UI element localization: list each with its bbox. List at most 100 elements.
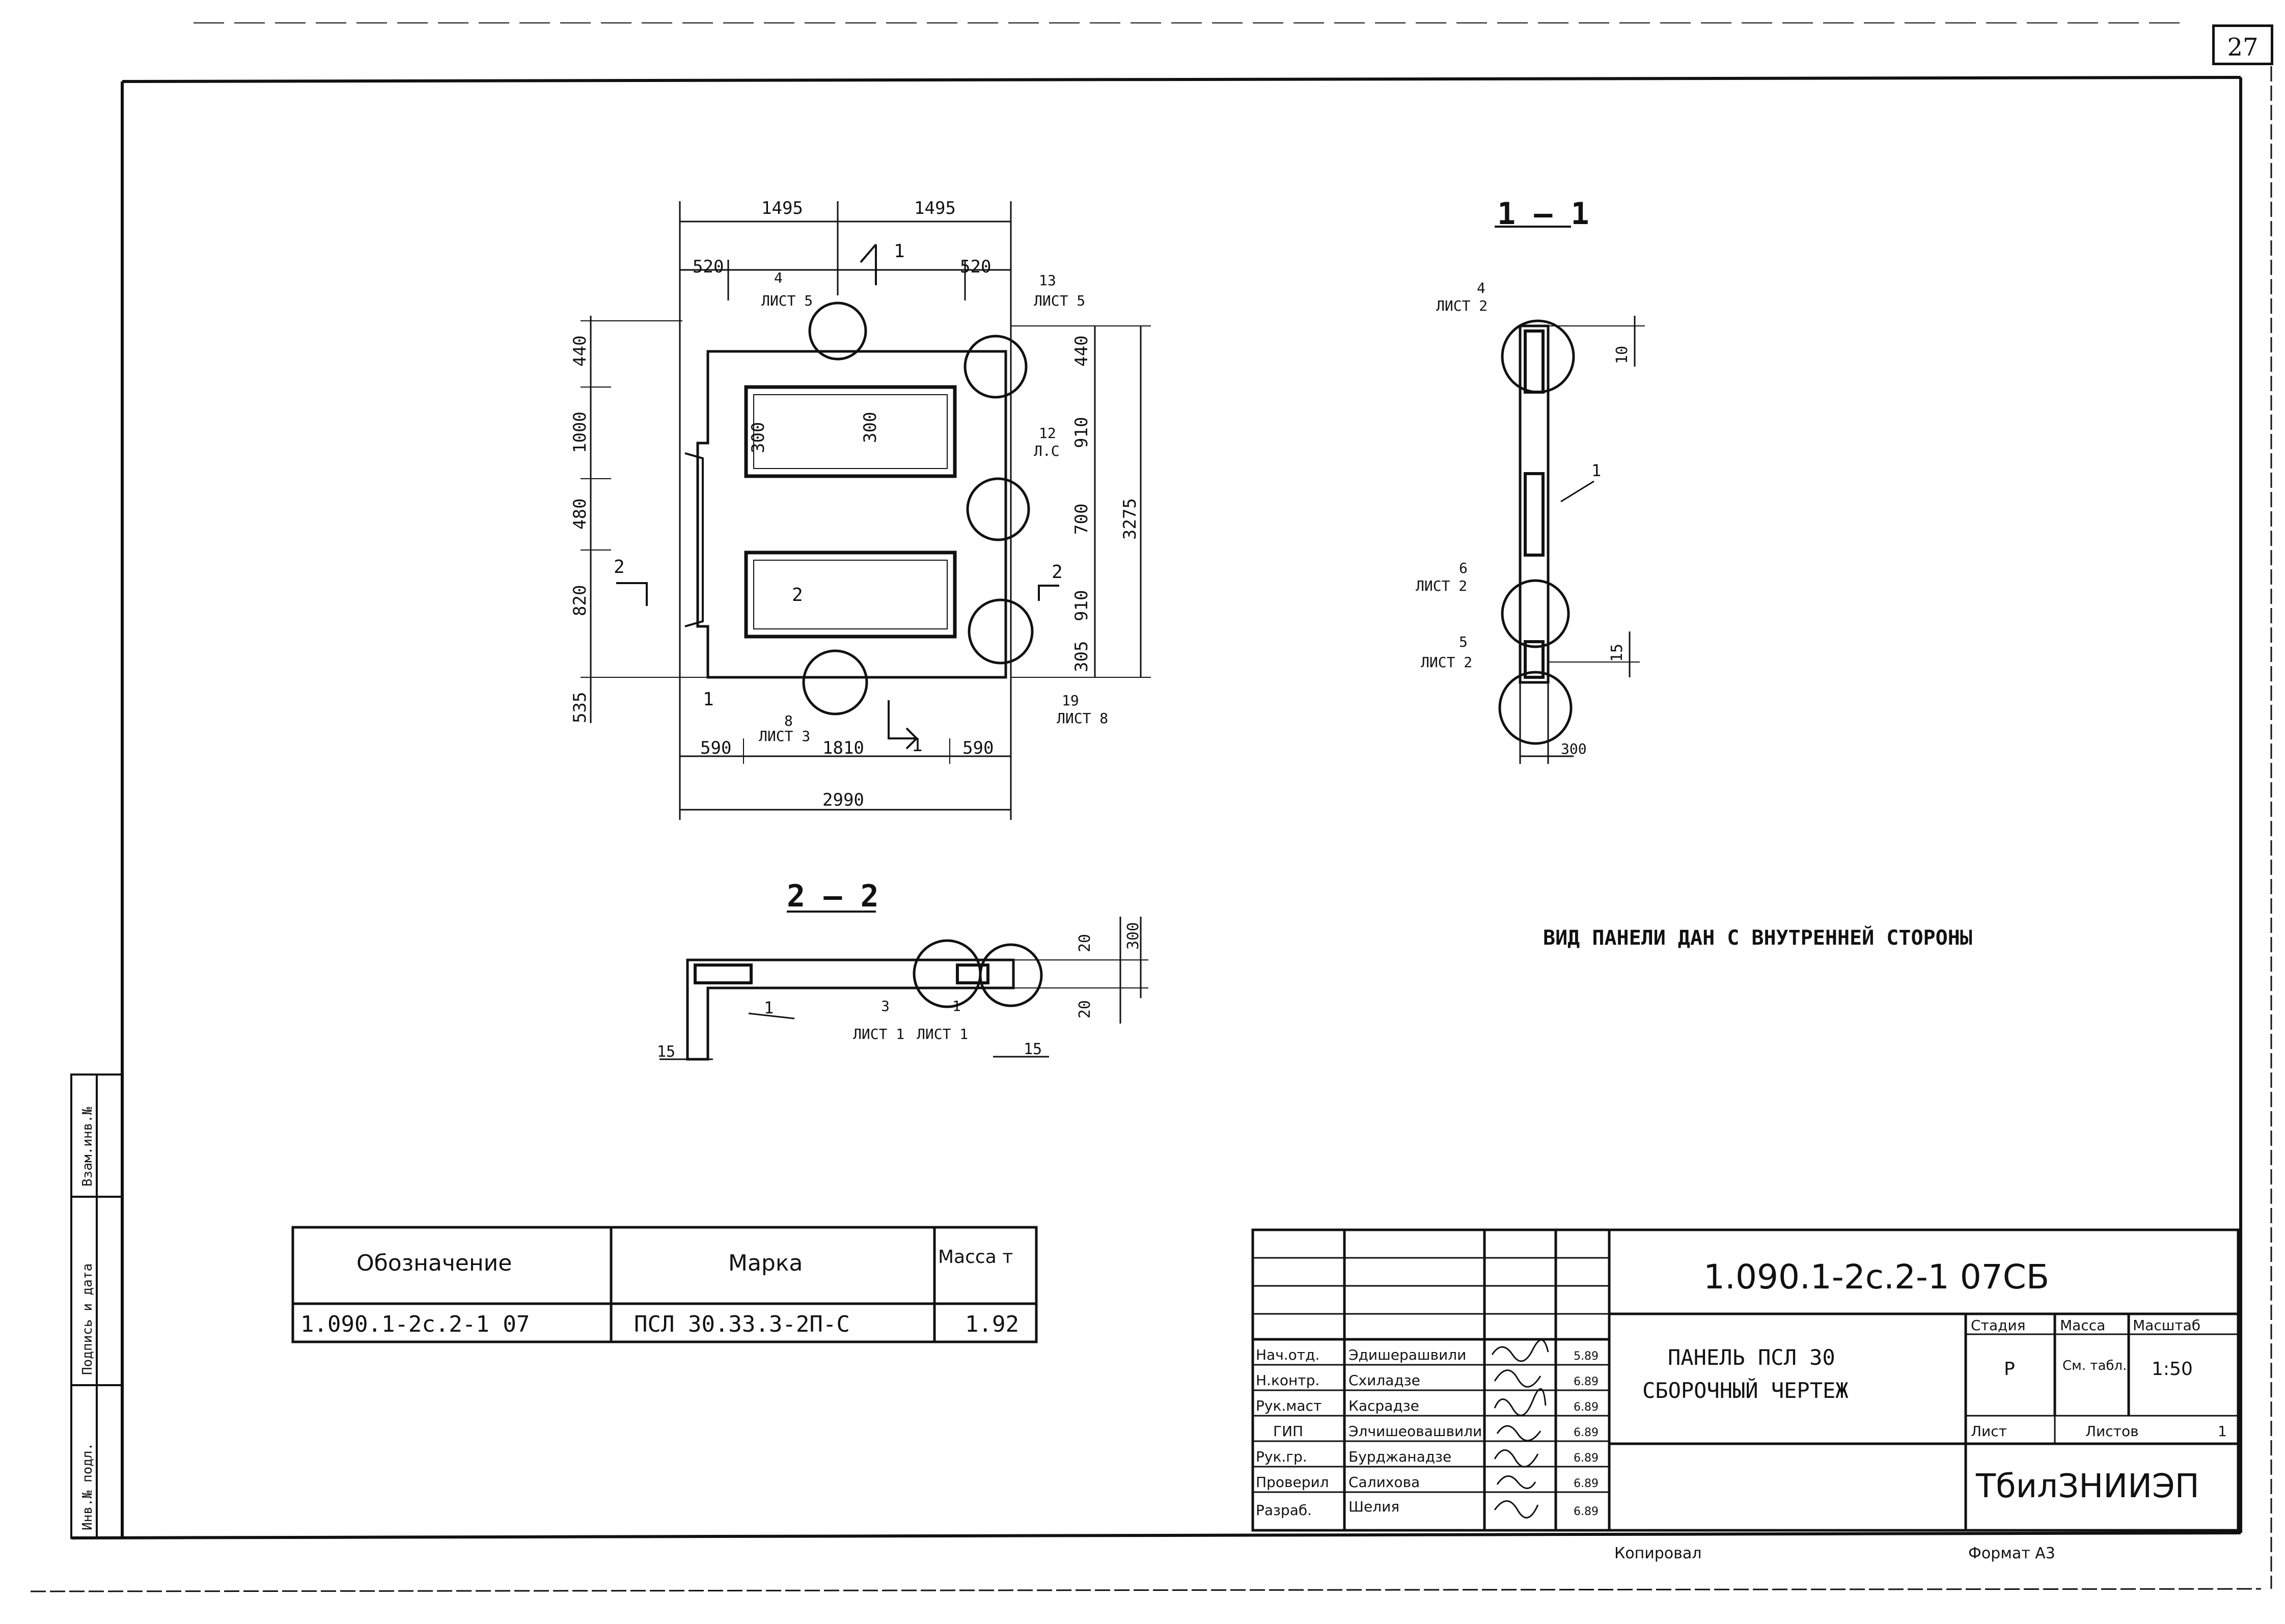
section-mark: 1 bbox=[894, 241, 905, 262]
role-date: 6.89 bbox=[1574, 1452, 1599, 1465]
dim-right-4: 305 bbox=[1071, 641, 1092, 672]
dim: 15 bbox=[1608, 644, 1626, 662]
dim: 300 bbox=[1561, 740, 1587, 757]
position-label: 1 bbox=[764, 998, 774, 1017]
dim-bottom-0: 590 bbox=[700, 738, 731, 758]
callout-num: 6 bbox=[1459, 560, 1468, 576]
side-stamp-signature: Подпись и дата bbox=[80, 1263, 95, 1375]
dim-left-3: 820 bbox=[570, 585, 590, 616]
section-title-1-1: 1 – 1 bbox=[1497, 196, 1589, 232]
callout-sheet: ЛИСТ 8 bbox=[1057, 710, 1108, 727]
section-1-1-drawing bbox=[1495, 226, 1645, 764]
side-stamp-text: Инв.№ подл. Подпись и дата Взам.инв.№ bbox=[80, 1107, 95, 1530]
sheets-label: Листов bbox=[2085, 1423, 2139, 1440]
role-name: Схиладзе bbox=[1348, 1372, 1420, 1389]
dim: 20 bbox=[1076, 934, 1094, 952]
side-stamp-inv: Инв.№ подл. bbox=[80, 1443, 95, 1530]
footer-copied: Копировал bbox=[1614, 1545, 1701, 1562]
dim-right-total: 3275 bbox=[1120, 498, 1140, 540]
role-label: Проверил bbox=[1256, 1474, 1329, 1491]
callout-num: 13 bbox=[1039, 272, 1056, 289]
organization: ТбилЗНИИЭП bbox=[1975, 1468, 2199, 1505]
mass-header: Масса bbox=[2060, 1317, 2105, 1334]
dim-bottom-1: 1810 bbox=[822, 738, 864, 758]
spec-table-text: Обозначение Марка Масса т 1.090.1-2с.2-1… bbox=[300, 1247, 1019, 1337]
sheet-frame bbox=[30, 22, 2272, 1592]
position-label: 1 bbox=[1591, 461, 1601, 480]
dim-inner-left: 520 bbox=[693, 257, 724, 277]
position-label: 2 bbox=[792, 585, 803, 605]
role-name: Элчишеовашвили bbox=[1348, 1423, 1482, 1440]
role-date: 6.89 bbox=[1574, 1375, 1599, 1388]
dim-right-2: 700 bbox=[1071, 504, 1092, 535]
callout-num: 8 bbox=[784, 712, 793, 729]
dim-top-right: 1495 bbox=[914, 198, 956, 218]
section-mark: 2 bbox=[1052, 562, 1063, 583]
spec-header-mark: Марка bbox=[728, 1250, 803, 1276]
plan-callouts: 4 ЛИСТ 5 13 ЛИСТ 5 12 Л.С 8 ЛИСТ 3 19 ЛИ… bbox=[614, 241, 1108, 756]
dim: 15 bbox=[657, 1043, 675, 1061]
role-date: 6.89 bbox=[1574, 1426, 1599, 1439]
dim-bottom-2: 590 bbox=[962, 738, 994, 758]
dim: 10 bbox=[1613, 346, 1631, 364]
dim-inner-right: 520 bbox=[960, 257, 991, 277]
callout-sheet: ЛИСТ 2 bbox=[1421, 654, 1472, 671]
callout-sheet: ЛИСТ 2 bbox=[1416, 577, 1467, 594]
spec-cell-designation: 1.090.1-2с.2-1 07 bbox=[300, 1311, 530, 1337]
role-name: Касрадзе bbox=[1348, 1397, 1419, 1414]
footer-format: Формат А3 bbox=[1968, 1545, 2055, 1562]
section-2-2-labels: 2 – 2 3 ЛИСТ 1 1 ЛИСТ 1 1 20 300 20 15 1… bbox=[657, 878, 1142, 1061]
stage-header: Стадия bbox=[1971, 1317, 2025, 1334]
dim-top-left: 1495 bbox=[761, 198, 803, 218]
role-name: Эдишерашвили bbox=[1348, 1346, 1466, 1363]
callout-num: 4 bbox=[1477, 280, 1485, 296]
title-block-grid bbox=[1251, 1228, 2240, 1532]
section-mark: 1 bbox=[912, 735, 923, 756]
callout-num: 19 bbox=[1062, 692, 1079, 709]
section-mark: 2 bbox=[614, 557, 625, 577]
section-title-2-2: 2 – 2 bbox=[787, 878, 879, 914]
spec-cell-mark: ПСЛ 30.33.3-2П-С bbox=[634, 1311, 850, 1337]
role-date: 6.89 bbox=[1574, 1505, 1599, 1518]
dim-left-1: 1000 bbox=[570, 411, 590, 453]
page-number: 27 bbox=[2212, 24, 2273, 65]
plan-dimension-labels: 1495 1495 520 520 440 1000 480 820 535 4… bbox=[570, 198, 1140, 810]
dim-left-2: 480 bbox=[570, 499, 590, 530]
role-date: 5.89 bbox=[1574, 1350, 1599, 1363]
side-stamp-replaced: Взам.инв.№ bbox=[80, 1107, 95, 1187]
title-line-2: СБОРОЧНЫЙ ЧЕРТЕЖ bbox=[1642, 1378, 1849, 1403]
title-line-1: ПАНЕЛЬ ПСЛ 30 bbox=[1668, 1345, 1835, 1370]
mass-value: См. табл. bbox=[2062, 1358, 2127, 1373]
spec-cell-mass: 1.92 bbox=[965, 1311, 1019, 1337]
section-2-2-drawing bbox=[659, 911, 1148, 1061]
position-label: 1 bbox=[703, 689, 714, 710]
callout-sheet: ЛИСТ 1 bbox=[853, 1026, 904, 1042]
callout-num: 1 bbox=[952, 998, 961, 1014]
dim-right-1: 910 bbox=[1071, 417, 1092, 448]
role-date: 6.89 bbox=[1574, 1401, 1599, 1414]
title-block-text: 1.090.1-2с.2-1 07СБ ПАНЕЛЬ ПСЛ 30 СБОРОЧ… bbox=[1256, 1257, 2227, 1519]
dim: 20 bbox=[1076, 1000, 1094, 1019]
stage-value: Р bbox=[2004, 1359, 2015, 1380]
panel-plan-view bbox=[581, 201, 1151, 820]
dim-bottom-total: 2990 bbox=[822, 790, 864, 810]
dim-right-0: 440 bbox=[1071, 336, 1092, 367]
document-code: 1.090.1-2с.2-1 07СБ bbox=[1703, 1257, 2049, 1297]
spec-table bbox=[291, 1226, 1038, 1343]
callout-sheet: ЛИСТ 5 bbox=[761, 292, 813, 309]
spec-header-mass: Масса т bbox=[938, 1247, 1013, 1268]
role-name: Бурджанадзе bbox=[1348, 1448, 1451, 1465]
opening-dim-0: 300 bbox=[748, 422, 768, 453]
role-label: Разраб. bbox=[1256, 1502, 1312, 1519]
callout-sheet: ЛИСТ 2 bbox=[1436, 297, 1488, 314]
role-label: ГИП bbox=[1273, 1423, 1303, 1440]
scale-header: Масштаб bbox=[2133, 1317, 2200, 1334]
dim: 300 bbox=[1124, 922, 1142, 950]
role-name: Шелия bbox=[1348, 1498, 1399, 1515]
callout-num: 3 bbox=[881, 998, 890, 1014]
callout-num: 4 bbox=[774, 269, 783, 286]
role-label: Рук.маст bbox=[1256, 1397, 1322, 1414]
spec-header-designation: Обозначение bbox=[356, 1250, 512, 1276]
role-date: 6.89 bbox=[1574, 1477, 1599, 1490]
side-stamp bbox=[70, 1074, 123, 1539]
